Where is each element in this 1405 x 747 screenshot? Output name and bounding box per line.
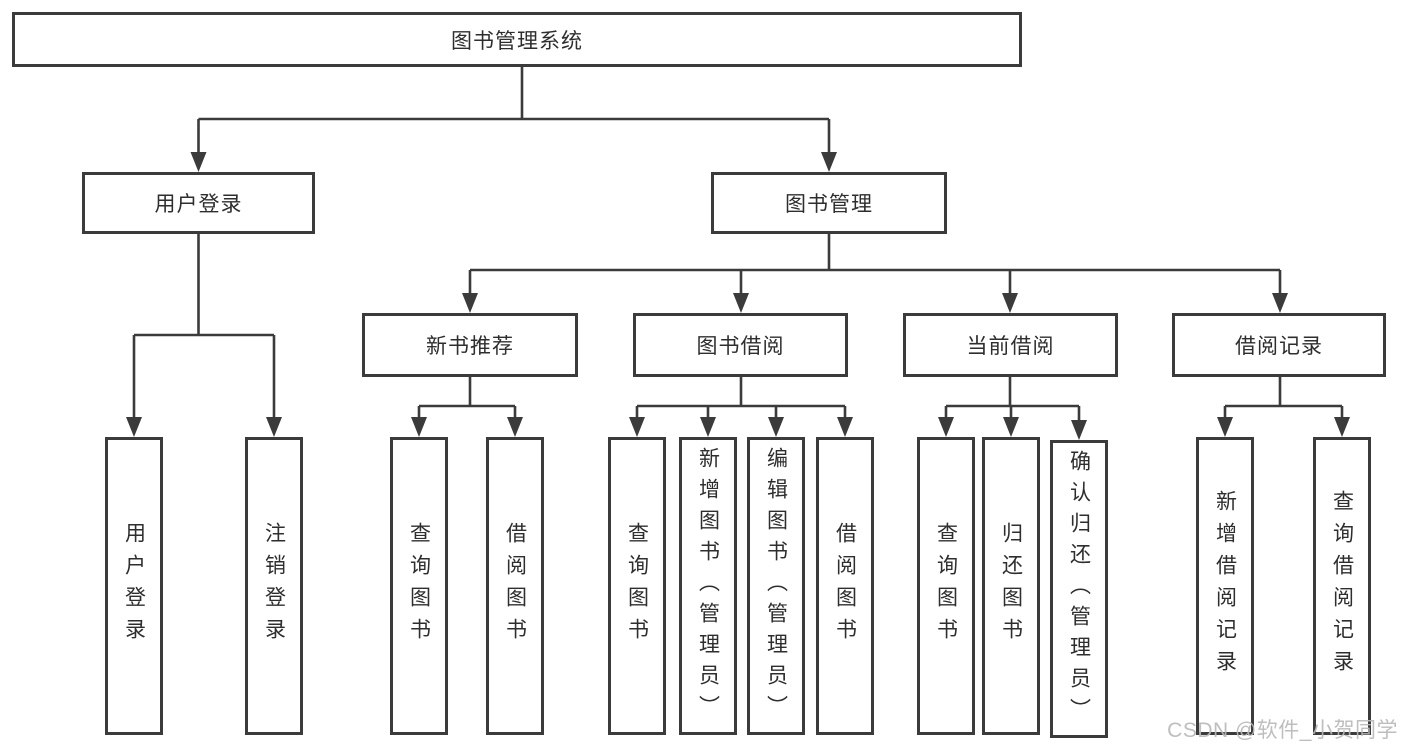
node-borrow-books: 借阅图书 [816,437,874,735]
node-label: 查询图书 [625,522,649,650]
node-logout: 注销登录 [245,437,303,735]
connector-book-management-branch [462,234,1288,313]
node-borrow-records: 借阅记录 [1172,313,1386,377]
node-label: 新增图书（管理员） [696,446,720,726]
node-book-management: 图书管理 [711,172,947,234]
node-label: 查询借阅记录 [1330,490,1354,682]
node-label: 归还图书 [999,522,1023,650]
node-label: 用户登录 [122,522,146,650]
node-new-book-recommend: 新书推荐 [362,313,578,377]
node-label: 当前借阅 [966,335,1055,358]
node-confirm-return-admin: 确认归还（管理员） [1050,440,1108,738]
node-query-borrow-record: 查询借阅记录 [1313,437,1371,735]
node-label: 用户登录 [154,193,243,216]
node-borrow-query-books: 查询图书 [608,437,666,735]
node-current-query-books: 查询图书 [917,437,975,735]
connector-borrow-records-branch [1217,377,1350,437]
node-add-borrow-record: 新增借阅记录 [1196,437,1254,735]
node-return-books: 归还图书 [982,437,1040,735]
connector-root-to-level2 [190,67,837,172]
node-recommend-query-books: 查询图书 [390,437,448,735]
node-user-login-action: 用户登录 [105,437,163,735]
connector-book-borrow-branch [629,377,853,437]
node-label: 查询图书 [407,522,431,650]
node-label: 图书借阅 [696,335,785,358]
node-label: 编辑图书（管理员） [764,446,788,726]
node-label: 借阅记录 [1235,335,1323,358]
node-recommend-borrow-books: 借阅图书 [486,437,544,735]
node-label: 借阅图书 [833,522,857,650]
connector-new-book-recommend-branch [411,377,523,437]
node-label: 注销登录 [262,522,286,650]
csdn-watermark: CSDN @软件_小贺同学 [1167,719,1398,742]
node-label: 图书管理 [785,193,873,216]
node-label: 查询图书 [934,522,958,650]
connector-current-borrow-branch [938,377,1087,440]
node-label: 新增借阅记录 [1213,490,1237,682]
node-add-books-admin: 新增图书（管理员） [679,437,737,735]
node-book-borrow: 图书借阅 [633,313,848,377]
node-library-management-system: 图书管理系统 [12,12,1022,67]
connector-user-login-branch [126,234,282,437]
node-current-borrow: 当前借阅 [903,313,1118,377]
node-label: 确认归还（管理员） [1067,449,1091,729]
node-edit-books-admin: 编辑图书（管理员） [747,437,805,735]
node-label: 图书管理系统 [451,29,583,53]
node-label: 借阅图书 [503,522,527,650]
node-user-login: 用户登录 [82,172,315,234]
node-label: 新书推荐 [426,335,514,358]
